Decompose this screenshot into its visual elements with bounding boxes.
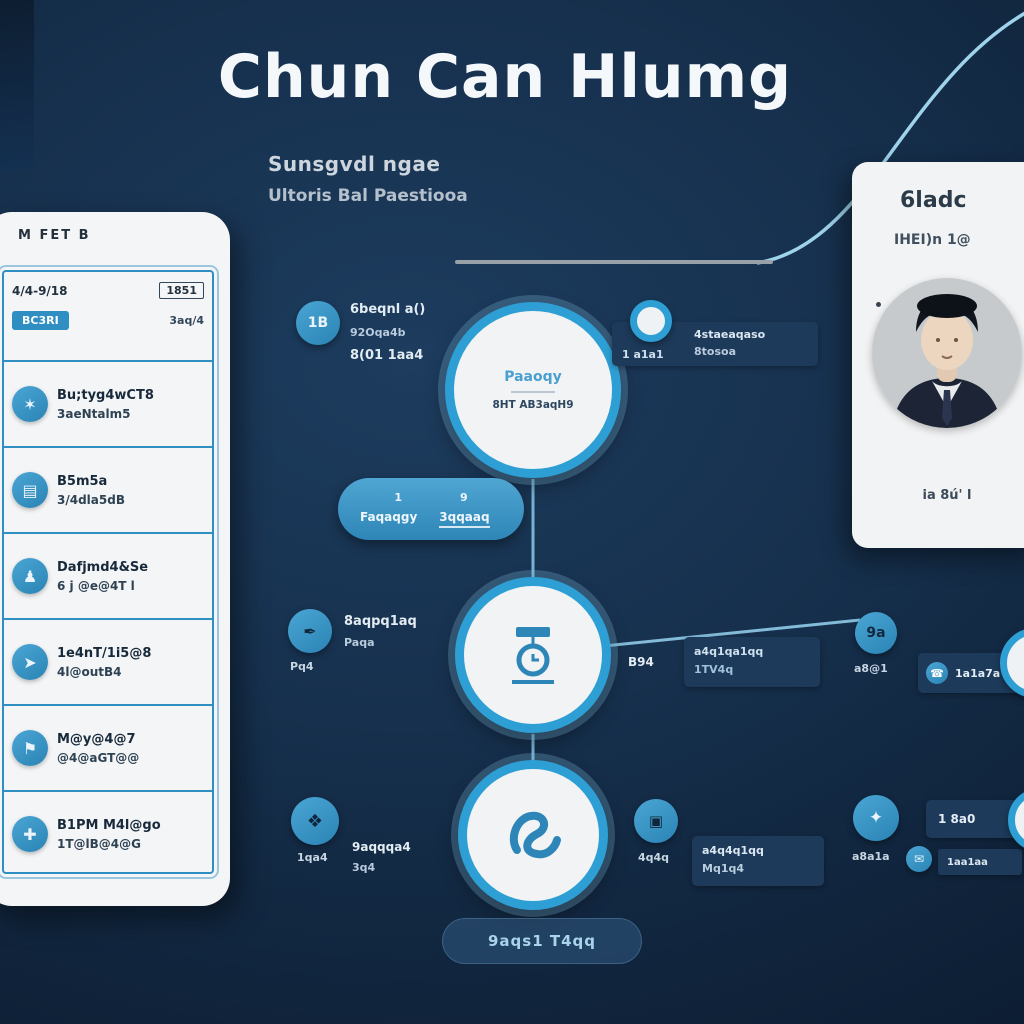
pill-text-1: Faqaqgy (360, 509, 418, 524)
step1-label-2: 92Oqa4b (350, 326, 406, 339)
list-item[interactable]: ➤ 1e4nT/1i5@8 4l@outB4 (4, 618, 212, 704)
phone-mockup: M FET B 4/4-9/18 1851 BC3RI 3aq/4 ✶ Bu;t… (0, 212, 230, 906)
profile-caption: ia 8ú' l (922, 488, 972, 503)
list-item-title: M@y@4@7 (57, 731, 136, 747)
list-item-subtitle: 6 j @e@4T l (57, 578, 135, 593)
phone-header-text: M FET B (18, 228, 91, 243)
rowB-bar-text: 1 8a0 (938, 812, 976, 826)
step1-right-bar: 1 a1a1 4staeaqaso 8tosoa (612, 300, 818, 366)
step3-bar-line2: Mq1q4 (702, 862, 745, 875)
step2-bar-line1: a4q1qa1qq (694, 645, 764, 658)
phone-filter-row[interactable]: 4/4-9/18 1851 BC3RI 3aq/4 (4, 272, 212, 360)
step3-right-bar: a4q4q1qq Mq1q4 (692, 836, 824, 886)
step1-bar-line2: 8tosoa (694, 345, 736, 358)
flow-pill-node[interactable]: 1 9 Faqaqgy 3qqaaq (338, 478, 524, 540)
list-item[interactable]: ✶ Bu;tyg4wCT8 3aeNtalm5 (4, 360, 212, 446)
list-item-icon: ➤ (12, 644, 48, 680)
list-item-subtitle: @4@aGT@@ (57, 750, 140, 765)
step3-label-2: 3q4 (352, 861, 376, 874)
node1-divider (511, 391, 555, 393)
step2-right-bar: a4q1qa1qq 1TV4q (684, 637, 820, 687)
step3-bar-line1: a4q4q1qq (702, 844, 764, 857)
device-icon (512, 627, 554, 684)
step3-diamond-icon: ❖ (291, 797, 339, 845)
subtitle-line1: Sunsgvdl ngae (268, 152, 441, 176)
scribble-icon (509, 811, 561, 859)
list-item-icon: ✚ (12, 816, 48, 852)
pill-mark-2: 9 (460, 490, 468, 504)
list-item-title: 1e4nT/1i5@8 (57, 645, 152, 661)
rowA-stat-icon: 9a (855, 612, 897, 654)
list-item-icon: ⚑ (12, 730, 48, 766)
list-item-title: B5m5a (57, 473, 108, 489)
step1-label-1: 6beqnl a() (350, 302, 426, 317)
filter-badge: 1851 (159, 282, 204, 299)
step2-bar-line2: 1TV4q (694, 663, 734, 676)
pill-text-2: 3qqaaq (439, 510, 490, 528)
step2-label-2: Paqa (344, 636, 375, 649)
step2-left-labels: 8aqpq1aq Paqa (344, 614, 417, 649)
rowB-bar: 1 8a0 (926, 800, 1018, 838)
profile-heading: 6ladc (900, 188, 967, 213)
list-item[interactable]: ♟ Dafjmd4&Se 6 j @e@4T l (4, 532, 212, 618)
list-item-subtitle: 3/4dla5dB (57, 492, 125, 507)
flow-node-3[interactable] (458, 760, 608, 910)
step2-caption: Pq4 (290, 660, 314, 673)
phone-list: 4/4-9/18 1851 BC3RI 3aq/4 ✶ Bu;tyg4wCT8 … (0, 265, 219, 879)
step1-left-labels: 6beqnl a() 92Oqa4b 8(01 1aa4 (350, 302, 510, 363)
step3-grid-icon: ▣ (634, 799, 678, 843)
list-item-title: B1PM M4l@go (57, 817, 161, 833)
mail-icon: ✉ (906, 846, 932, 872)
list-item-icon: ▤ (12, 472, 48, 508)
node1-title: Paaoqy (504, 369, 562, 385)
node1-subtitle: 8HT AB3aqH9 (492, 399, 574, 411)
phone-call-icon: ☎ (926, 662, 948, 684)
decoration-dot (876, 302, 881, 307)
list-item-icon: ✶ (12, 386, 48, 422)
filter-pill-button[interactable]: BC3RI (12, 311, 69, 330)
bottom-status-pill[interactable]: 9aqs1 T4qq (442, 918, 642, 964)
step3-right-caption: 4q4q (638, 851, 670, 864)
page-title: Chun Can Hlumg (217, 42, 793, 112)
rowB-caption: a8a1a (852, 850, 890, 863)
profile-photo (872, 278, 1022, 428)
rowB-edge-node (1008, 788, 1024, 852)
step3-label-1: 9aqqqa4 (352, 840, 411, 854)
step1-node-dot (630, 300, 672, 342)
step1-label-3: 8(01 1aa4 (350, 348, 424, 363)
header-divider (455, 260, 773, 264)
list-item-title: Bu;tyg4wCT8 (57, 387, 154, 403)
list-item-subtitle: 1T@lB@4@G (57, 836, 141, 851)
rowB-star-icon: ✦ (853, 795, 899, 841)
pill-mark-1: 1 (394, 490, 402, 504)
subtitle-line2: Ultoris Bal Paestiooa (268, 186, 468, 206)
step2-label-1: 8aqpq1aq (344, 614, 417, 629)
list-item-icon: ♟ (12, 558, 48, 594)
list-item[interactable]: ▤ B5m5a 3/4dla5dB (4, 446, 212, 532)
profile-subheading: IHEI)n 1@ (894, 232, 971, 248)
flow-node-2[interactable] (455, 577, 611, 733)
step3-left-labels: 9aqqqa4 3q4 (352, 840, 411, 874)
list-item[interactable]: ✚ B1PM M4l@go 1T@lB@4@G (4, 790, 212, 872)
flow-node-1[interactable]: Paaoqy 8HT AB3aqH9 (445, 302, 621, 478)
step1-badge-icon: 1B (296, 301, 340, 345)
filter-note: 3aq/4 (169, 314, 204, 327)
rowB-sub-text: 1aa1aa (947, 856, 988, 868)
list-item[interactable]: ⚑ M@y@4@7 @4@aGT@@ (4, 704, 212, 790)
rowA-bar-text: 1a1a7a (955, 666, 1001, 680)
list-item-title: Dafjmd4&Se (57, 559, 149, 575)
list-item-subtitle: 3aeNtalm5 (57, 406, 131, 421)
step3-caption: 1qa4 (297, 851, 328, 864)
rowA-caption: a8@1 (854, 662, 888, 675)
step1-bar-line1: 4staeaqaso (694, 328, 766, 341)
filter-range-label: 4/4-9/18 (12, 283, 68, 298)
list-item-subtitle: 4l@outB4 (57, 664, 122, 679)
avatar (872, 278, 1022, 428)
corner-decoration (0, 0, 34, 170)
rowB-sub-bar: 1aa1aa (938, 849, 1022, 875)
step2-pen-icon: ✒ (288, 609, 332, 653)
step2-side-label: B94 (628, 655, 654, 669)
step1-bar-tag: 1 a1a1 (622, 348, 664, 361)
profile-card: 6ladc IHEI)n 1@ ia 8ú' l (852, 162, 1024, 548)
